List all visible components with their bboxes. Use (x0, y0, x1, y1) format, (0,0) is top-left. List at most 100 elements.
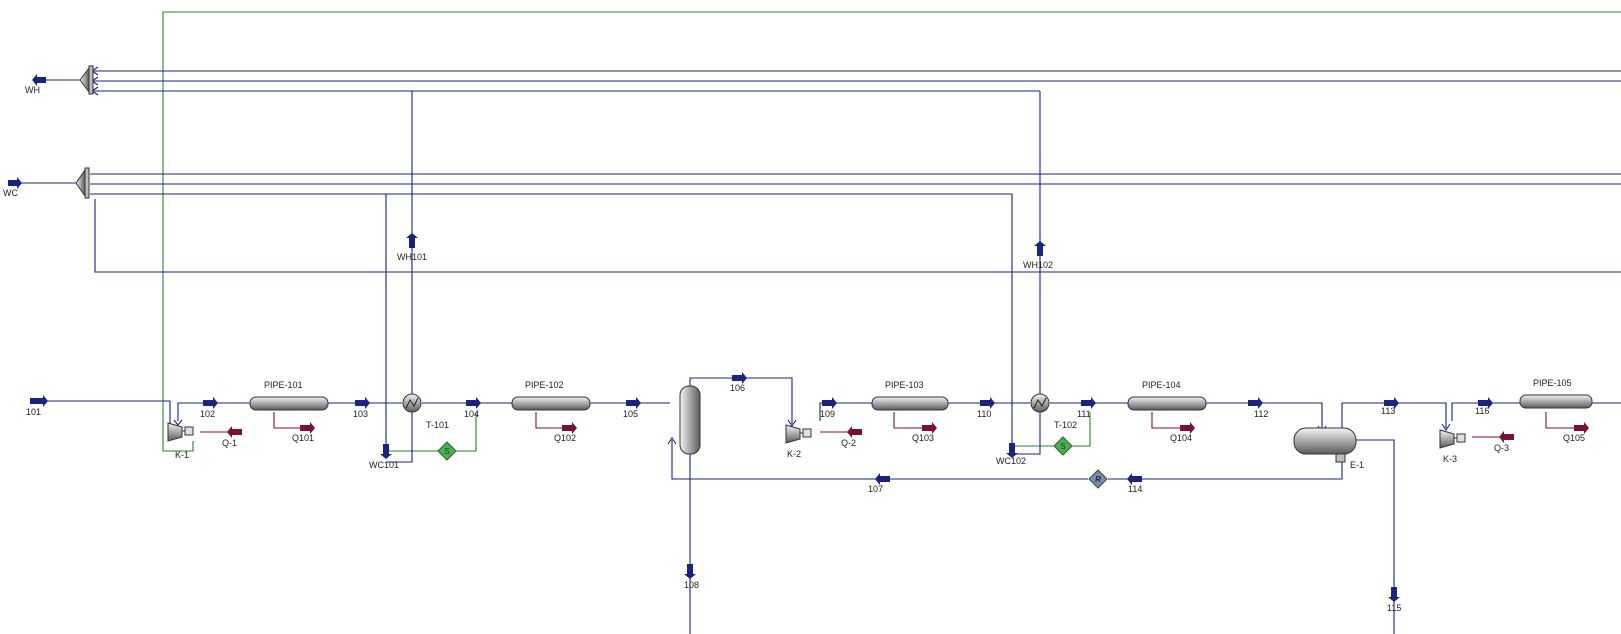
arrowhead-113-in (1441, 423, 1451, 431)
label-113: 113 (1381, 406, 1395, 416)
stream-107-line[interactable] (671, 440, 1088, 480)
arrow-wh101 (406, 233, 418, 248)
stream-115-line[interactable] (1356, 439, 1395, 634)
pipe-101[interactable] (249, 396, 329, 411)
wc-splitter[interactable] (75, 167, 90, 199)
q101-line[interactable] (273, 412, 300, 429)
arrow-wc-in (8, 177, 22, 189)
heat-exchanger-t101[interactable] (402, 393, 422, 413)
arrow-q2 (847, 426, 862, 438)
q104-line[interactable] (1151, 412, 1180, 429)
arrowhead-107-in (667, 437, 677, 445)
label-q101: Q101 (292, 433, 314, 443)
arrowhead-106-in (787, 419, 797, 427)
vessel-e1[interactable] (1293, 427, 1357, 463)
arrow-102 (203, 397, 218, 409)
wc-header-line-4[interactable] (94, 199, 1621, 273)
equipment: S S R (75, 65, 1593, 489)
arrow-q3 (1499, 431, 1514, 443)
arrow-105 (626, 397, 641, 409)
arrow-q101 (300, 422, 315, 434)
arrow-wh-out (32, 74, 46, 86)
label-116: 116 (1475, 406, 1489, 416)
arrow-114 (1127, 473, 1142, 485)
label-t101: T-101 (426, 420, 449, 430)
arrow-116 (1478, 397, 1493, 409)
q102-line[interactable] (535, 412, 562, 429)
spreadsheet-icon-2[interactable]: S (1053, 436, 1073, 456)
arrow-101 (30, 395, 48, 407)
label-q3: Q-3 (1494, 443, 1509, 453)
stream-116-line[interactable] (1451, 402, 1520, 421)
compressor-k2[interactable] (785, 424, 812, 444)
label-105: 105 (623, 409, 638, 419)
label-107: 107 (868, 484, 883, 494)
label-110: 110 (977, 409, 991, 419)
separator-vessel[interactable] (679, 385, 701, 455)
compressor-k1[interactable] (167, 422, 194, 442)
label-102: 102 (200, 409, 215, 419)
arrow-q1 (227, 426, 242, 438)
spreadsheet-icon-1[interactable]: S (437, 441, 457, 461)
label-111: 111 (1077, 409, 1091, 419)
label-112: 112 (1254, 409, 1268, 419)
label-k2: K-2 (787, 449, 801, 459)
spreadsheet-label-1: S (444, 447, 449, 456)
compressor-k3[interactable] (1439, 429, 1466, 449)
label-q1: Q-1 (222, 438, 237, 448)
label-wh101: WH101 (397, 252, 427, 262)
stream-102-line[interactable] (177, 402, 250, 421)
label-114: 114 (1128, 484, 1142, 494)
arrow-q103 (922, 422, 937, 434)
label-103: 103 (353, 409, 368, 419)
pipe-104[interactable] (1127, 396, 1207, 411)
stream-112-line[interactable] (1206, 402, 1323, 430)
recycle-icon[interactable]: R (1088, 469, 1108, 489)
label-pipe103: PIPE-103 (885, 380, 924, 390)
arrow-115 (1388, 587, 1400, 602)
label-q2: Q-2 (841, 438, 856, 448)
label-wc102: WC102 (996, 456, 1026, 466)
label-109: 109 (820, 409, 835, 419)
stream-arrows (8, 66, 1589, 602)
label-115: 115 (1387, 603, 1401, 613)
signal-top-loop[interactable] (162, 11, 1621, 452)
pipe-103[interactable] (871, 396, 949, 411)
q105-line[interactable] (1545, 412, 1574, 429)
signal-spreadsheet-104[interactable] (456, 412, 477, 452)
wh-mixer[interactable] (79, 65, 94, 95)
arrow-110 (980, 397, 995, 409)
label-pipe104: PIPE-104 (1142, 380, 1181, 390)
spreadsheet-label-2: S (1060, 442, 1065, 451)
label-q103: Q103 (912, 433, 934, 443)
pipe-105[interactable] (1519, 394, 1593, 409)
stream-114-line[interactable] (1108, 460, 1343, 480)
label-pipe102: PIPE-102 (525, 380, 564, 390)
label-e1: E-1 (1350, 460, 1364, 470)
signal-lines (162, 11, 1621, 452)
label-k3: K-3 (1443, 454, 1457, 464)
wc-header-line-3[interactable] (90, 193, 1013, 446)
arrow-106 (732, 372, 747, 384)
q103-line[interactable] (893, 412, 922, 429)
arrowhead-102-in (173, 419, 183, 426)
signal-spreadsheet-111[interactable] (1072, 412, 1091, 447)
t101-to-wc101[interactable] (386, 412, 413, 463)
label-pipe105: PIPE-105 (1533, 378, 1572, 388)
label-108: 108 (684, 580, 699, 590)
arrow-q102 (562, 422, 577, 434)
arrow-q104 (1180, 422, 1195, 434)
label-wc101: WC101 (369, 460, 399, 470)
label-wh: WH (25, 85, 40, 95)
arrow-wh102 (1034, 241, 1046, 256)
pipe-102[interactable] (511, 396, 591, 411)
stream-101-line[interactable] (30, 400, 171, 425)
label-101: 101 (26, 407, 41, 417)
heat-exchanger-t102[interactable] (1030, 393, 1050, 413)
stream-109-line[interactable] (819, 402, 872, 421)
arrow-q105 (1574, 422, 1589, 434)
arrow-103 (355, 397, 370, 409)
arrow-109 (822, 397, 837, 409)
t102-to-wc102[interactable] (1012, 412, 1041, 455)
